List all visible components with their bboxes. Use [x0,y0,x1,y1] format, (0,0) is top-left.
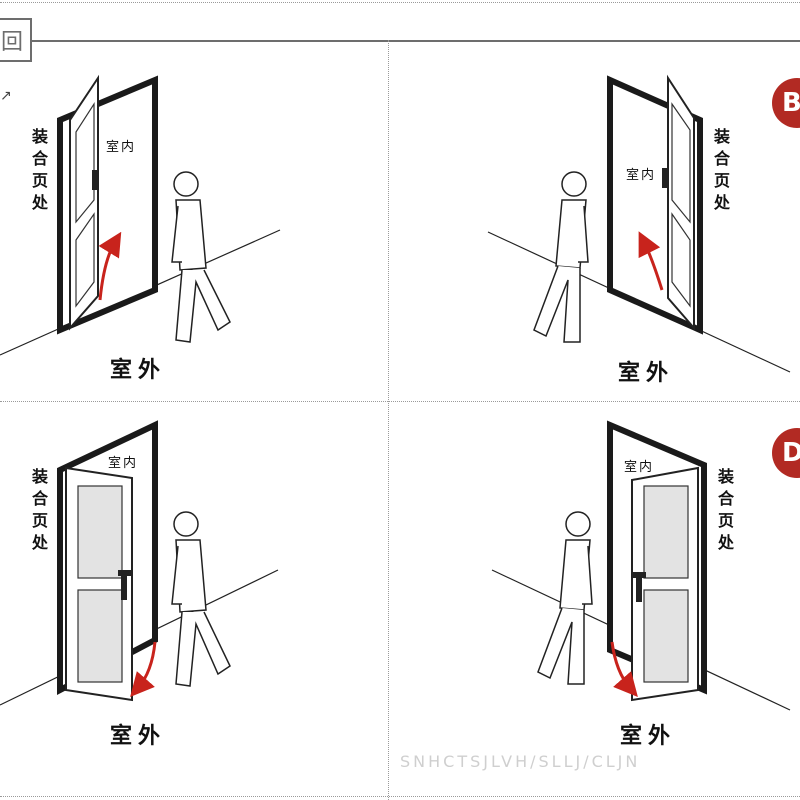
panel-bottom-right-art [491,420,791,711]
hinge-label-top-left: 装合页处 [31,127,48,212]
header-rule [18,40,800,42]
indoor-label-bottom-left: 室内 [108,456,139,471]
outdoor-label-top-right: 室外 [618,361,675,386]
panel-top-left-art [0,74,281,356]
hinge-label-top-right: 装合页处 [713,127,730,212]
panel-bottom-left-art [0,420,279,706]
indoor-label-bottom-right: 室内 [624,460,655,475]
outdoor-label-bottom-left: 室外 [110,724,167,749]
indoor-label-top-right: 室内 [626,168,657,183]
indoor-label-top-left: 室内 [106,140,137,155]
panel-top-right-art [487,74,791,373]
top-dotted-border [0,2,800,3]
outdoor-label-top-left: 室外 [110,358,167,383]
hinge-label-bottom-left: 装合页处 [31,467,48,552]
watermark: SNHCTSJLVH/SLLJ/CLJN [400,752,641,771]
hinge-label-bottom-right: 装合页处 [717,467,734,552]
bottom-dotted-border [0,796,800,797]
center-divider [388,40,389,800]
corner-badge: 回 [0,18,32,62]
middle-divider [0,401,800,402]
edge-mark: ↗ [0,88,12,104]
outdoor-label-bottom-right: 室外 [620,724,677,749]
